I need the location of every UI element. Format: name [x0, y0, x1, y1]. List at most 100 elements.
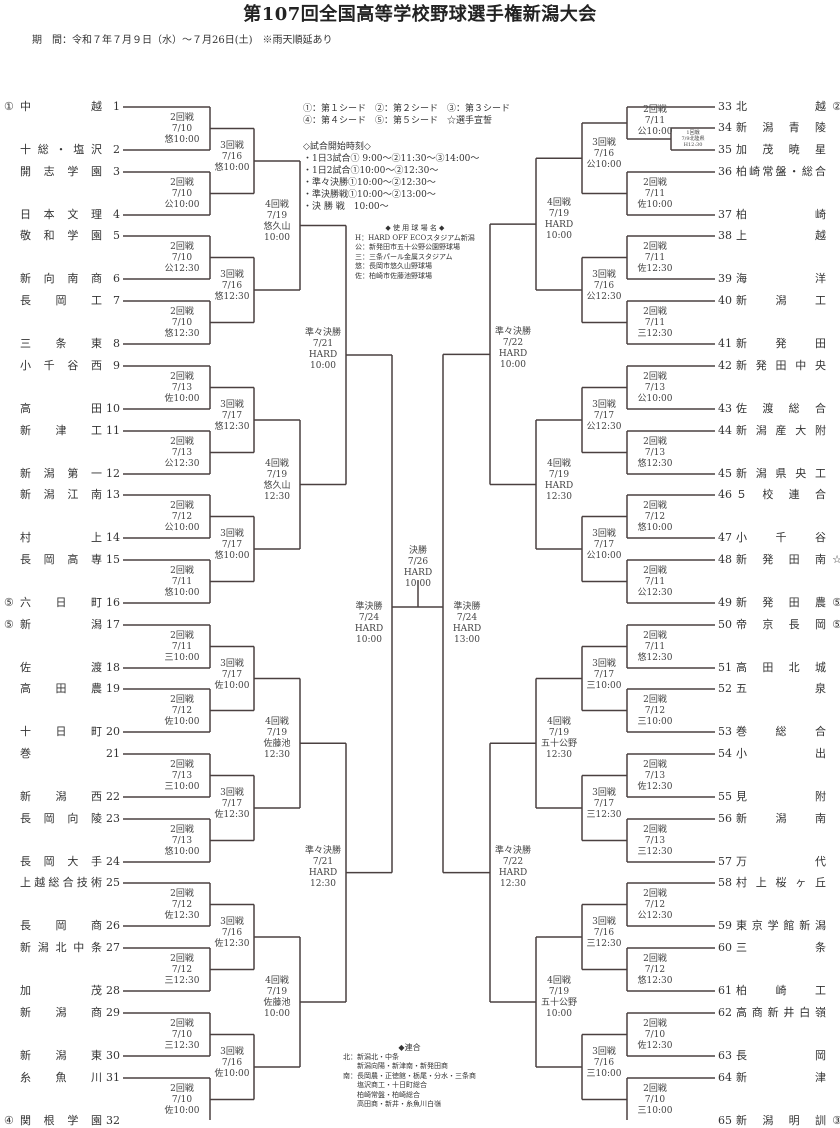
game-label-line: 12:30	[310, 878, 336, 889]
team-number: 24	[106, 855, 120, 868]
team-name: 小出	[736, 747, 826, 760]
game-label-line: 7/19	[548, 469, 570, 480]
game-label-line: 7/10	[171, 1095, 193, 1105]
seed-mark: ④	[4, 1114, 14, 1127]
team-number: 1	[113, 100, 120, 113]
venue-item: 悠：長岡市悠久山野球場	[355, 262, 432, 270]
game-label-line: 2回戦	[643, 1019, 667, 1029]
team-name: 五泉	[736, 682, 826, 695]
combined-teams-item: 柏崎常盤・柏崎総合	[343, 1090, 420, 1099]
seed-mark: ②	[832, 100, 840, 113]
team-number: 36	[718, 165, 732, 178]
game-label-line: 7/24	[456, 613, 478, 623]
team-number: 52	[718, 682, 732, 695]
game-label-line: 公12:30	[164, 459, 200, 469]
start-times-title: ◇試合開始時刻◇	[303, 142, 371, 152]
tournament-period: 期 間：令和７年７月９日（水）～７月26日(土) ※雨天順延あり	[32, 35, 333, 46]
game-label-line: 2回戦	[643, 825, 667, 835]
game-label-line: 公12:30	[637, 588, 673, 598]
game-label-line: 7/17	[593, 669, 615, 680]
game-label-line: 7/13	[171, 771, 193, 781]
game-label-line: 三12:30	[586, 810, 622, 820]
game-label-line: 7/13	[171, 448, 193, 458]
seed-legend: ①：第１シード ②：第２シード ③：第３シード ④：第４シード ⑤：第５シード …	[303, 103, 510, 127]
team-name: 三条東	[20, 337, 102, 350]
team-name: 長岡向陵	[20, 812, 102, 825]
game-label-line: 7/10	[644, 1095, 666, 1105]
team-name: 十総・塩沢	[20, 143, 102, 156]
game-label-line: 2回戦	[170, 242, 194, 252]
game-label-line: 佐10:00	[164, 394, 200, 404]
game-label-line: 悠10:00	[214, 551, 250, 561]
team-number: 40	[718, 294, 732, 307]
game-label-line: 7/12	[171, 512, 193, 522]
game-label-line: HARD	[308, 867, 338, 878]
game-label-line: 3回戦	[220, 658, 244, 669]
team-name: 見附	[736, 790, 826, 803]
venues-legend: ◆ 使 用 球 場 名 ◆ H：HARD OFF ECOスタジアム新潟 公：新発…	[355, 224, 475, 281]
team-name: 長岡高専	[20, 553, 102, 566]
team-number: 46	[718, 488, 732, 501]
team-number: 54	[718, 747, 732, 760]
team-number: 32	[106, 1114, 120, 1127]
page-title: 第107回全国高等学校野球選手権新潟大会	[243, 4, 597, 25]
game-label-line: 7/21	[312, 339, 334, 349]
team-name: 新向南商	[20, 272, 102, 285]
game-label-line: 三12:30	[637, 329, 673, 339]
team-name: 十日町	[20, 725, 102, 738]
team-number: 5	[113, 229, 120, 242]
combined-teams-item: 新潟向陽・新津南・新発田商	[343, 1062, 448, 1070]
game-label-line: 4回戦	[547, 976, 571, 986]
game-label-line: 三12:30	[586, 939, 622, 949]
game-label-line: 佐12:30	[214, 939, 250, 949]
seed-legend-line: ①：第１シード ②：第２シード ③：第３シード	[303, 104, 511, 114]
game-label-line: 佐12:30	[164, 911, 200, 921]
game-label-line: 3回戦	[592, 138, 616, 149]
game-label-line: 7/19	[266, 210, 288, 221]
team-name: 長岡大手	[20, 855, 102, 868]
game-label-line: 悠12:30	[637, 653, 673, 663]
game-label-line: 4回戦	[265, 717, 289, 728]
game-label-line: 3回戦	[220, 529, 244, 539]
game-label-line: HARD	[308, 350, 338, 360]
game-label-line: 公10:00	[164, 200, 200, 210]
venue-item: 佐：柏崎市佐藤池野球場	[355, 271, 432, 280]
game-label-line: 公10:00	[164, 523, 200, 533]
game-label-line: 3回戦	[220, 270, 244, 280]
team-number: 37	[718, 208, 732, 221]
team-number: 43	[718, 402, 732, 415]
